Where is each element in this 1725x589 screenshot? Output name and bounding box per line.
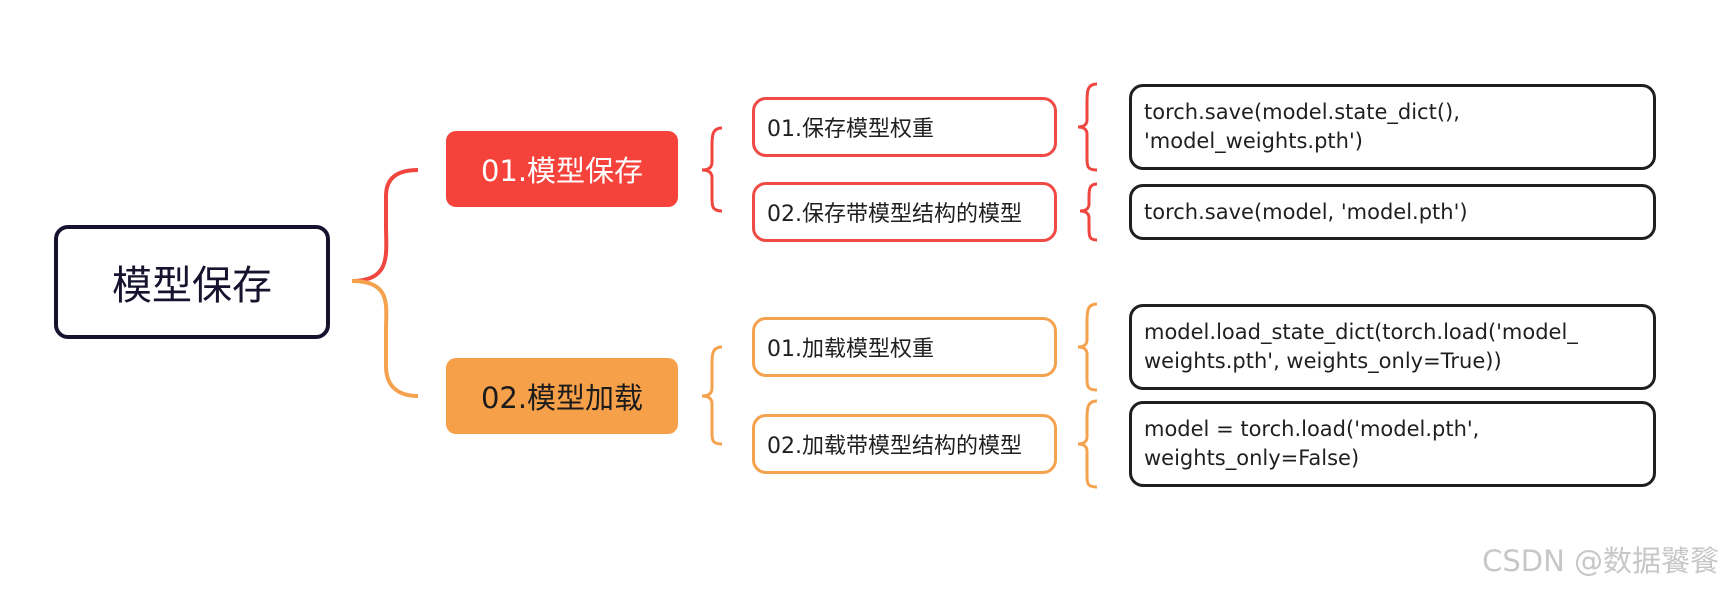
code-text: torch.save(model.state_dict(), 'model_we…	[1144, 100, 1460, 153]
brace-item-4	[1077, 399, 1098, 489]
branch-label: 02.模型加载	[480, 381, 644, 415]
brace-load	[701, 345, 723, 446]
connector-root-to-save	[351, 168, 419, 283]
code-load-weights: model.load_state_dict(torch.load('model_…	[1129, 304, 1656, 390]
node-label: 02.加载带模型结构的模型	[767, 434, 1022, 459]
node-label: 02.保存带模型结构的模型	[767, 202, 1022, 227]
code-text: torch.save(model, 'model.pth')	[1144, 199, 1468, 224]
code-save-weights: torch.save(model.state_dict(), 'model_we…	[1129, 84, 1656, 170]
brace-item-1	[1077, 82, 1098, 172]
code-save-full-model: torch.save(model, 'model.pth')	[1129, 184, 1656, 240]
node-label: 01.加载模型权重	[767, 337, 934, 362]
root-label: 模型保存	[112, 263, 272, 309]
code-text: model = torch.load('model.pth', weights_…	[1144, 417, 1480, 470]
node-save-full-model: 02.保存带模型结构的模型	[752, 182, 1057, 242]
branch-model-load: 02.模型加载	[446, 358, 678, 434]
node-save-weights: 01.保存模型权重	[752, 97, 1057, 157]
brace-item-3	[1077, 302, 1098, 392]
node-load-weights: 01.加载模型权重	[752, 317, 1057, 377]
branch-label: 01.模型保存	[480, 154, 644, 188]
node-label: 01.保存模型权重	[767, 117, 934, 142]
brace-save	[701, 126, 723, 213]
code-load-full-model: model = torch.load('model.pth', weights_…	[1129, 401, 1656, 487]
watermark: CSDN @数据饕餮	[1482, 544, 1719, 578]
branch-model-save: 01.模型保存	[446, 131, 678, 207]
root-node: 模型保存	[54, 225, 330, 339]
brace-item-2	[1079, 182, 1098, 242]
code-text: model.load_state_dict(torch.load('model_…	[1144, 320, 1578, 373]
node-load-full-model: 02.加载带模型结构的模型	[752, 414, 1057, 474]
connector-root-to-load	[351, 279, 419, 398]
